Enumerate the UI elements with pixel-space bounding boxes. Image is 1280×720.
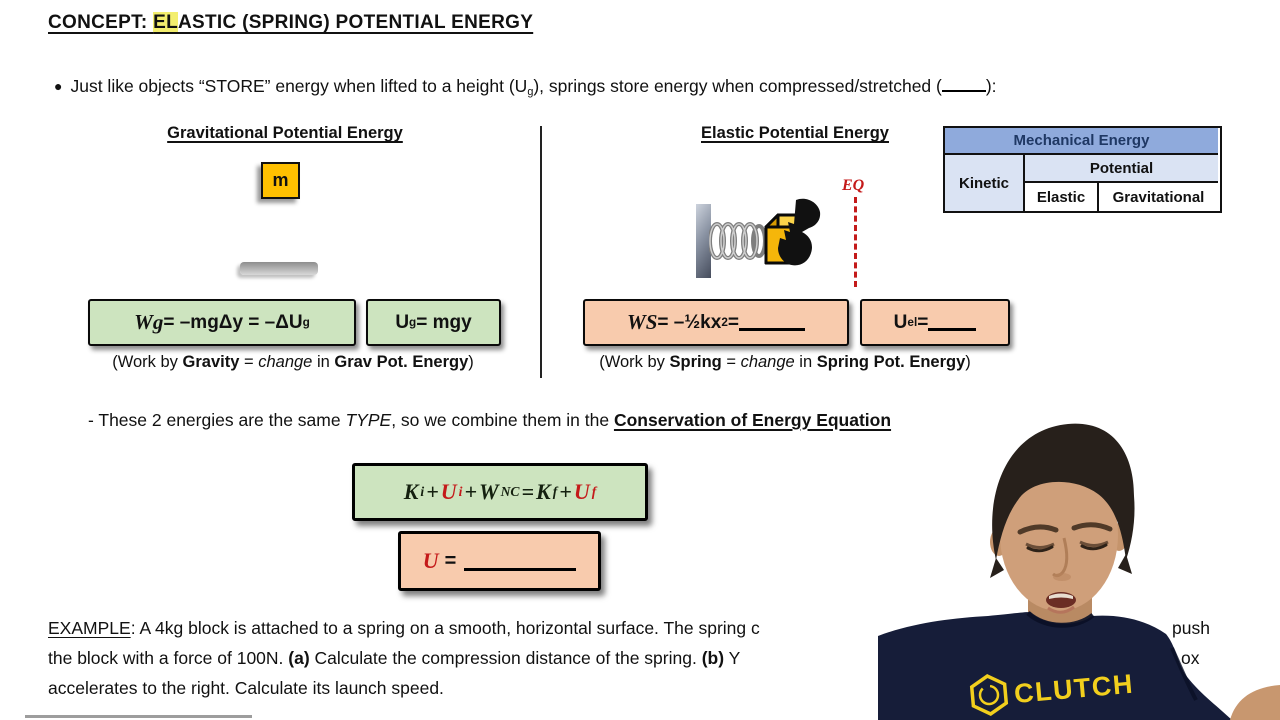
intro-line: ● Just like objects “STORE” energy when l… [54,76,997,98]
fill-in-blank [738,315,805,331]
formula-u-sub: g [409,316,417,329]
platform-shape [240,262,318,275]
title-highlight: EL [153,12,178,33]
hand-icon [778,198,821,266]
elastic-heading: Elastic Potential Energy [701,124,889,142]
spring-icon [709,222,765,260]
formula-body: = –mgΔy = –ΔU [163,311,303,333]
table-cell-gravitational: Gravitational [1112,188,1205,206]
clutch-hexagon-icon [969,674,1009,716]
example-line-2: the block with a force of 100N. (a) Calc… [48,648,741,668]
formula-w: W [134,310,153,334]
formula-u-sub: el [907,316,918,329]
bullet-icon: ● [54,78,63,94]
equilibrium-label: EQ [842,177,865,194]
formula-superscript: 2 [721,316,728,329]
presenter-arm [1230,685,1280,720]
example-line-1: EXAMPLE: A 4kg block is attached to a sp… [48,618,760,638]
u-definition-box: U = [398,531,601,591]
equilibrium-dashed-line [854,197,857,287]
table-cell-kinetic: Kinetic [945,155,1025,211]
fill-in-blank [928,315,977,331]
example-fragment-push: push [1172,618,1210,638]
table-cell-potential: Potential [1025,155,1218,183]
intro-text-3: ): [985,76,997,96]
mass-label: m [272,170,289,190]
formula-u: U [893,311,908,333]
presenter-face [1000,459,1118,611]
presenter-hair [992,423,1135,560]
intro-subscript: g [527,86,534,99]
column-divider [540,126,542,378]
formula-w: W [627,310,646,334]
formula-u: U [395,311,410,333]
mechanical-energy-table: Mechanical Energy Kinetic Potential Elas… [943,126,1222,213]
presenter-webcam-cutout: CLUTCH [878,423,1280,720]
mass-block: m [261,162,300,199]
example-line-3: accelerates to the right. Calculate its … [48,678,444,698]
intro-text-2: ), springs store energy when compressed/… [533,76,942,96]
example-label: EXAMPLE [48,618,131,638]
formula-body: = –½kx [657,311,722,333]
intro-text-1: Just like objects “STORE” energy when li… [70,76,528,96]
formula-w-sub: g [152,310,164,334]
table-header: Mechanical Energy [945,128,1218,155]
table-cell-elastic: Elastic [1025,183,1099,211]
shirt [878,612,1232,720]
example-fragment-ox: ox [1181,648,1200,668]
formula-equals: = [727,311,739,333]
title-suffix: ASTIC (SPRING) POTENTIAL ENERGY [178,12,534,33]
page-title: CONCEPT: ELASTIC (SPRING) POTENTIAL ENER… [48,12,533,34]
formula-body-sub: g [302,316,310,329]
title-prefix: CONCEPT: [48,12,154,33]
u-symbol: U [422,548,439,573]
wall-icon [696,204,711,278]
formula-equals: = [917,311,929,333]
formula-body: = mgy [416,311,472,333]
combine-line: - These 2 energies are the same TYPE, so… [88,410,892,430]
elastic-caption: (Work by Spring = change in Spring Pot. … [599,353,971,371]
partial-answer-line [25,715,252,718]
fill-in-blank [941,77,986,92]
fill-in-blank [464,552,577,571]
grav-heading: Gravitational Potential Energy [167,124,403,142]
grav-caption: (Work by Gravity = change in Grav Pot. E… [112,353,474,371]
formula-w-sub: S [645,310,658,334]
